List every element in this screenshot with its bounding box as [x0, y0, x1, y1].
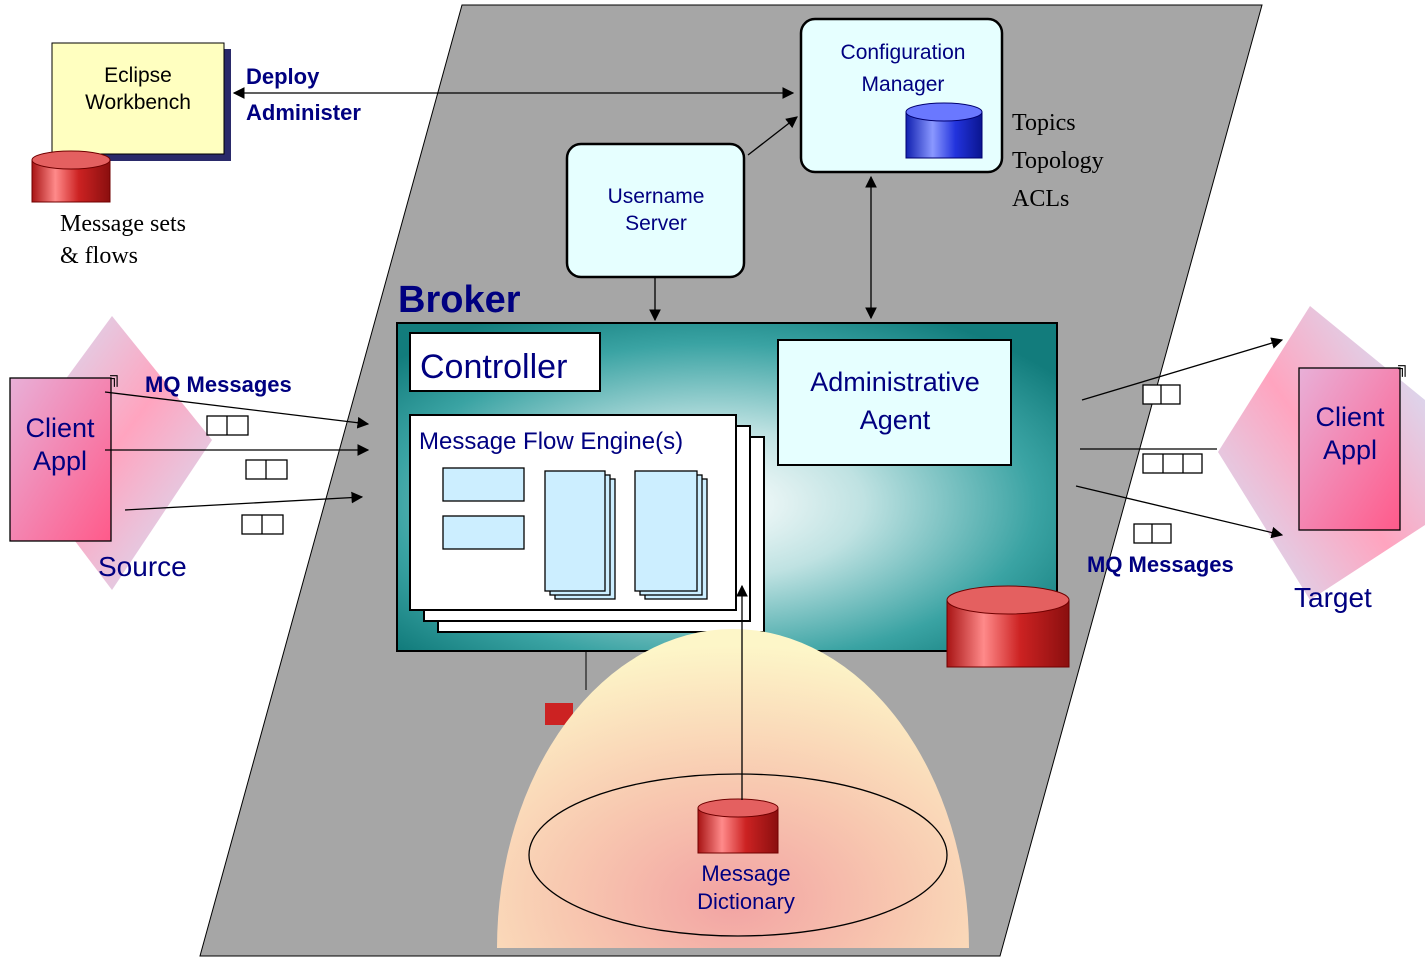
workbench-title-line2: Workbench: [85, 91, 191, 114]
source-client-line2: Appl: [33, 446, 87, 476]
workbench-store-label-line2: & flows: [60, 243, 138, 269]
source-arrow-3: [124, 491, 364, 511]
dictionary-cylinder-icon: [697, 798, 779, 854]
target-message-icon-3: [1133, 523, 1172, 544]
target-mq-messages-label: MQ Messages: [1087, 552, 1234, 577]
config-store-item-topics: Topics: [1012, 110, 1076, 136]
target-message-icon-1: [1142, 384, 1181, 405]
source-client-line1: Client: [25, 413, 95, 443]
broker-store-cylinder-icon: [946, 585, 1070, 668]
controller-label: Controller: [420, 348, 567, 386]
flow-engine-label: Message Flow Engine(s): [419, 428, 683, 455]
config-manager-line2: Manager: [862, 73, 945, 96]
workbench-store-label-line1: Message sets: [60, 211, 186, 237]
target-client-appl[interactable]: Client Appl: [1298, 367, 1401, 531]
controller[interactable]: Controller: [409, 332, 601, 392]
message-flow-engines[interactable]: Message Flow Engine(s): [409, 414, 765, 633]
username-server-line2: Server: [625, 212, 687, 235]
source-caption: Source: [98, 551, 187, 582]
source-signal-icon: ╗: [110, 369, 121, 387]
flow-stack-2: [634, 470, 708, 600]
admin-agent-line1: Administrative: [810, 367, 980, 397]
source-message-icon-2: [245, 459, 288, 480]
admin-agent-line2: Agent: [860, 405, 931, 435]
target-signal-icon: ╗: [1398, 359, 1409, 377]
administrative-agent[interactable]: Administrative Agent: [777, 339, 1012, 466]
config-store-item-topology: Topology: [1012, 148, 1104, 174]
administer-label: Administer: [246, 100, 361, 125]
config-store-item-acls: ACLs: [1012, 186, 1069, 212]
source-arrow-1: [104, 391, 370, 429]
target-client-line1: Client: [1315, 402, 1385, 432]
flow-node-2: [442, 515, 525, 550]
dictionary-label-line1: Message: [701, 861, 790, 886]
flow-node-1: [442, 467, 525, 502]
target-caption: Target: [1294, 582, 1372, 613]
source-message-icon-3: [241, 514, 284, 535]
workbench-title-line1: Eclipse: [104, 64, 172, 87]
target-client-line2: Appl: [1323, 435, 1377, 465]
source-client-appl[interactable]: Client Appl: [9, 377, 112, 542]
target-message-icon-2: [1142, 453, 1203, 474]
config-store-cylinder-icon: [905, 102, 983, 159]
eclipse-workbench[interactable]: Eclipse Workbench: [51, 42, 231, 161]
dictionary-label-line2: Dictionary: [697, 889, 795, 914]
deploy-label: Deploy: [246, 64, 320, 89]
target-arrow-1: [1081, 337, 1284, 401]
target-arrow-3: [1075, 485, 1284, 539]
flow-stack-1: [544, 470, 616, 600]
workbench-store-cylinder-icon: [31, 150, 111, 203]
small-red-cylinder-icon: [545, 703, 573, 725]
message-dictionary-dome: [497, 629, 969, 948]
message-dictionary-ellipse: [528, 773, 948, 937]
config-manager-line1: Configuration: [841, 41, 966, 64]
source-message-icon-1: [206, 415, 249, 436]
username-server-line1: Username: [608, 185, 705, 208]
broker-title: Broker: [398, 279, 521, 321]
source-mq-messages-label: MQ Messages: [145, 372, 292, 397]
username-to-config-arrow: [747, 116, 798, 156]
username-server[interactable]: Username Server: [565, 142, 746, 279]
